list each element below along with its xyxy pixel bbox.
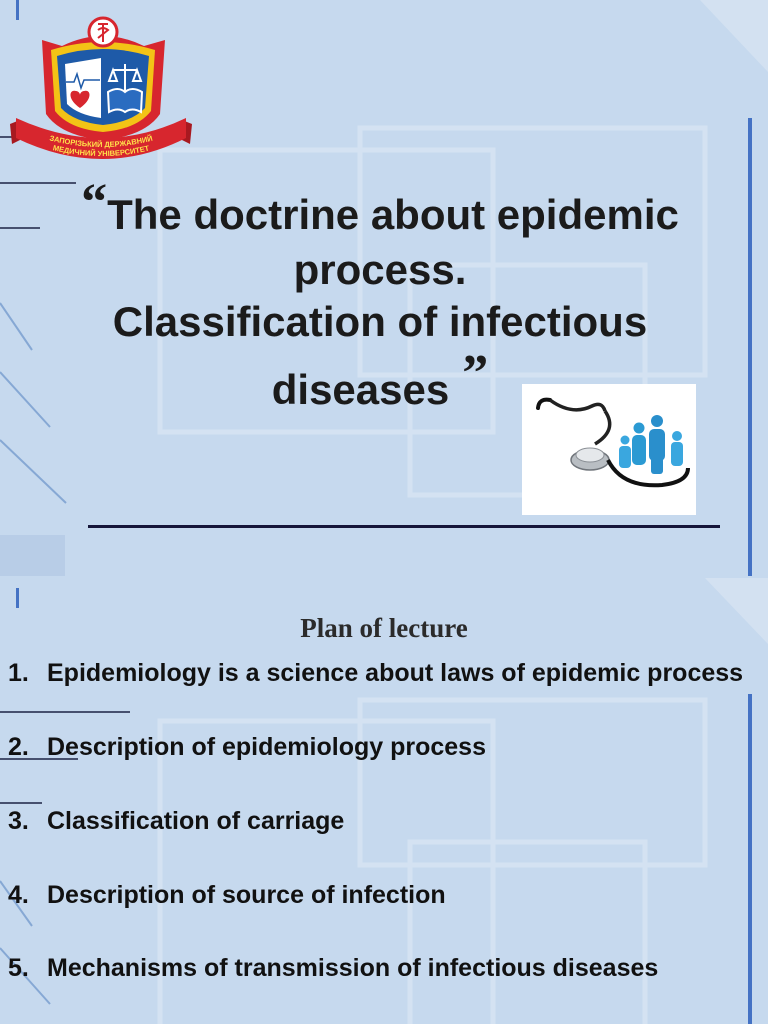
title-slide: ЗАПОРІЗЬКИЙ ДЕРЖАВНИЙ МЕДИЧНИЙ УНІВЕРСИТ… [0, 0, 768, 576]
list-item-number: 2. [8, 733, 29, 761]
accent-mark-top-left [16, 0, 19, 20]
caduceus-icon [97, 23, 110, 42]
family-icon [619, 415, 683, 474]
accent-bar-right [748, 118, 752, 576]
list-item-text: Epidemiology is a science about laws of … [47, 659, 744, 687]
title-separator-line [88, 525, 720, 528]
list-item-text: Description of source of infection [47, 881, 446, 909]
title-text-4: diseases [271, 366, 450, 413]
plan-slide: Plan of lecture 1. Epidemiology is a sci… [0, 576, 768, 1024]
accent-bar-right [748, 694, 752, 1024]
decor-horizontal-lines [0, 711, 130, 804]
list-item-number: 5. [8, 954, 29, 982]
book-scales-icon [106, 64, 144, 114]
accent-mark-top-left [16, 588, 19, 608]
title-text-3: Classification of infectious [112, 298, 648, 345]
university-logo: ЗАПОРІЗЬКИЙ ДЕРЖАВНИЙ МЕДИЧНИЙ УНІВЕРСИТ… [10, 16, 192, 159]
crest-shield [42, 16, 165, 140]
list-item: 2. Description of epidemiology process [8, 732, 486, 762]
list-item: 1. Epidemiology is a science about laws … [8, 658, 743, 688]
title-line-3: Classification of infectious [60, 298, 700, 346]
decor-frames [157, 125, 708, 498]
corner-accent [700, 0, 768, 72]
list-item: 4. Description of source of infection [8, 880, 446, 910]
list-item-number: 1. [8, 659, 29, 687]
title-line-2: process. [60, 246, 700, 294]
slide-background-decoration [0, 578, 768, 1024]
title-text-2: process. [293, 246, 467, 293]
slide-background-decoration [0, 0, 768, 576]
list-item-number: 4. [8, 881, 29, 909]
title-line-4: diseases ” [60, 348, 700, 414]
plan-heading: Plan of lecture [300, 613, 468, 643]
close-quote: ” [462, 345, 489, 402]
list-item-text: Mechanisms of transmission of infectious… [47, 954, 659, 982]
open-quote: “ [81, 174, 108, 231]
heart-icon [70, 90, 90, 108]
list-item: 5. Mechanisms of transmission of infecti… [8, 953, 658, 983]
title-line-1: “The doctrine about epidemic [60, 177, 700, 239]
title-text-1: The doctrine about epidemic [107, 191, 679, 238]
list-item-text: Description of epidemiology process [47, 733, 486, 761]
corner-square [0, 535, 65, 576]
decor-frames [157, 697, 708, 1024]
stethoscope-icon [536, 397, 690, 488]
logo-ribbon: ЗАПОРІЗЬКИЙ ДЕРЖАВНИЙ МЕДИЧНИЙ УНІВЕРСИТ… [10, 118, 192, 159]
list-item: 3. Classification of carriage [8, 806, 344, 836]
decor-diagonal-lines [0, 302, 67, 504]
corner-accent [705, 578, 768, 644]
stethoscope-family-image [522, 384, 696, 515]
decor-diagonal-lines [0, 880, 51, 1005]
stethoscope-family-icon [536, 397, 690, 488]
list-item-text: Classification of carriage [47, 807, 345, 835]
list-item-number: 3. [8, 807, 29, 835]
